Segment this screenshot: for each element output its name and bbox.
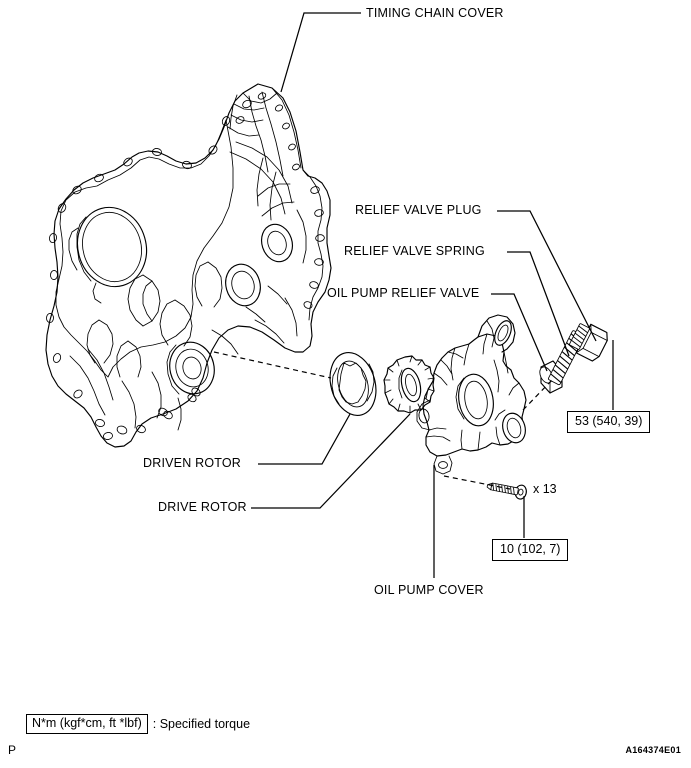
torque-legend: N*m (kgf*cm, ft *lbf) : Specified torque — [26, 714, 250, 734]
leader-relief-valve-spring — [507, 251, 570, 357]
timing-chain-cover-part — [45, 83, 332, 448]
callout-label-drive-rotor: DRIVE ROTOR — [158, 500, 247, 514]
figure-code: A164374E01 — [625, 745, 681, 755]
torque-legend-unit-box: N*m (kgf*cm, ft *lbf) — [26, 714, 148, 734]
torque-spec-bolt: 10 (102, 7) — [492, 539, 569, 561]
callout-label-oil-pump-relief-valve: OIL PUMP RELIEF VALVE — [327, 286, 480, 300]
axis-valve-to-pump-bore — [522, 379, 553, 411]
callout-label-driven-rotor: DRIVEN ROTOR — [143, 456, 242, 470]
relief-valve-plug-part — [569, 323, 608, 362]
callout-label-timing-chain-cover: TIMING CHAIN COVER — [366, 6, 504, 20]
assembly-axis-lines — [213, 351, 553, 490]
callout-label-relief-valve-spring: RELIEF VALVE SPRING — [344, 244, 485, 258]
bolt-quantity-label: x 13 — [533, 482, 557, 496]
leader-drive-rotor — [251, 413, 411, 509]
axis-cover-to-driven-rotor — [213, 351, 332, 379]
drive-rotor-part — [383, 355, 435, 414]
leader-driven-rotor — [258, 413, 351, 465]
page-mark: P — [8, 743, 17, 757]
axis-bolt-to-pump-cover — [443, 475, 511, 490]
driven-rotor-part — [329, 352, 377, 416]
leader-relief-valve-plug — [497, 210, 597, 342]
callout-label-oil-pump-cover: OIL PUMP COVER — [374, 583, 484, 597]
torque-legend-description: : Specified torque — [152, 716, 251, 731]
cover-bolt-part — [486, 482, 527, 500]
leader-lines — [251, 12, 614, 578]
oil-pump-cover-part — [416, 314, 527, 475]
callout-label-relief-valve-plug: RELIEF VALVE PLUG — [355, 203, 482, 217]
leader-oil-pump-relief-valve — [491, 293, 548, 372]
leader-timing-chain-cover — [280, 12, 361, 93]
torque-spec-plug: 53 (540, 39) — [567, 411, 651, 433]
